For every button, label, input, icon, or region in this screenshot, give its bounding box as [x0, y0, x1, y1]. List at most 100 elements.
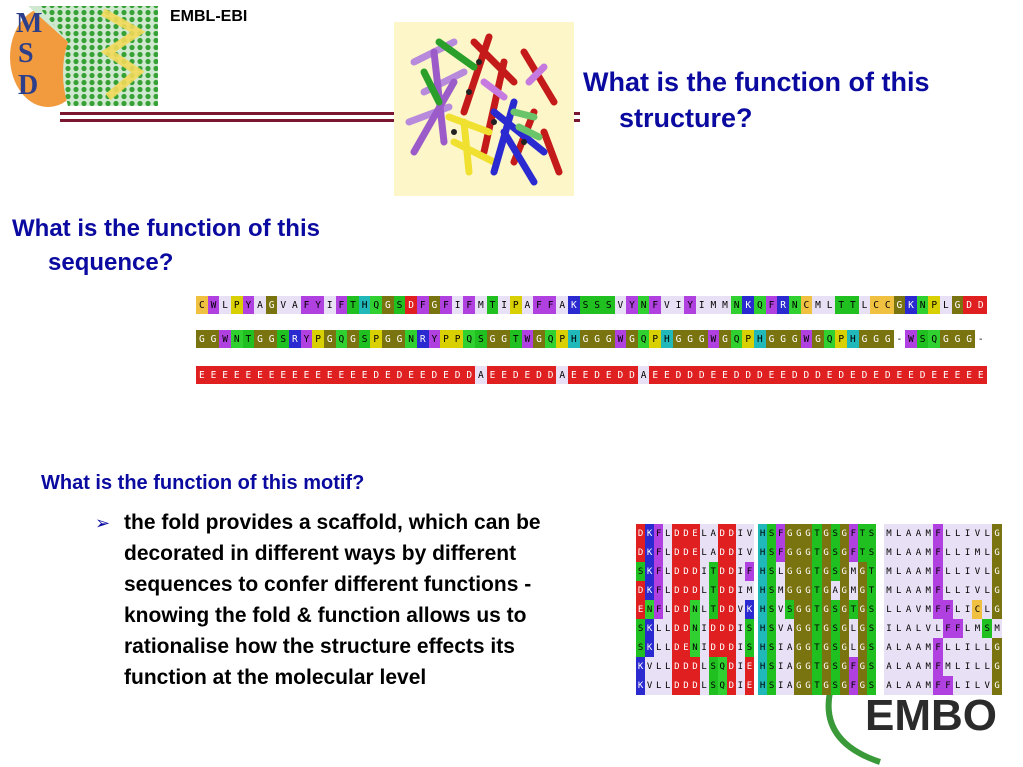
residue: D: [916, 366, 929, 384]
motif-residue: E: [681, 638, 691, 657]
residue: G: [498, 330, 510, 348]
residue: M: [707, 296, 720, 314]
motif-residue: L: [848, 619, 858, 638]
residue: P: [928, 296, 940, 314]
motif-residue: L: [699, 657, 709, 676]
motif-residue: D: [708, 619, 718, 638]
motif-residue: S: [767, 524, 777, 543]
motif-residue: G: [821, 676, 831, 695]
motif-residue: A: [903, 619, 914, 638]
motif-residue: D: [726, 600, 736, 619]
motif-residue: M: [923, 524, 934, 543]
embo-label: EMBO: [865, 691, 997, 740]
residue: D: [451, 366, 464, 384]
residue: G: [254, 330, 266, 348]
residue: P: [509, 296, 522, 314]
motif-residue: A: [913, 676, 924, 695]
motif-residue: V: [776, 600, 786, 619]
residue: R: [289, 330, 301, 348]
sequence-question-line2: sequence?: [48, 249, 174, 276]
residue: T: [486, 296, 499, 314]
protein-structure-image: [394, 22, 574, 196]
motif-residue: A: [903, 638, 914, 657]
motif-residue: G: [794, 543, 804, 562]
motif-question: What is the function of this motif?: [41, 472, 365, 494]
residue: D: [393, 366, 406, 384]
motif-residue: D: [690, 581, 700, 600]
motif-residue: L: [893, 581, 904, 600]
residue: W: [207, 296, 220, 314]
motif-residue: T: [866, 581, 876, 600]
residue: E: [777, 366, 789, 384]
residue: E: [893, 366, 906, 384]
motif-residue: L: [952, 543, 963, 562]
motif-residue: H: [758, 657, 768, 676]
motif-residue: D: [636, 543, 646, 562]
motif-residue: V: [645, 657, 655, 676]
motif-residue: M: [884, 562, 894, 581]
residue: A: [254, 296, 266, 314]
residue: A: [521, 296, 534, 314]
motif-residue: M: [923, 581, 934, 600]
motif-residue: I: [735, 619, 745, 638]
motif-residue: A: [913, 562, 924, 581]
motif-residue: D: [726, 619, 736, 638]
motif-residue: G: [803, 600, 813, 619]
structure-question: What is the function of this structure?: [583, 64, 1003, 136]
residue: E: [823, 366, 836, 384]
residue: Q: [754, 296, 766, 314]
residue: Q: [637, 330, 650, 348]
motif-residue: I: [962, 524, 973, 543]
residue: N: [230, 330, 243, 348]
motif-residue: H: [758, 562, 768, 581]
residue: D: [742, 366, 754, 384]
motif-residue: G: [821, 619, 831, 638]
motif-residue: D: [672, 657, 682, 676]
residue: P: [835, 330, 847, 348]
motif-residue: D: [726, 657, 736, 676]
motif-residue: S: [708, 676, 718, 695]
motif-residue: G: [785, 524, 795, 543]
residue: D: [544, 366, 557, 384]
residue: Y: [312, 296, 324, 314]
residue: R: [777, 296, 789, 314]
residue: S: [393, 296, 406, 314]
motif-residue: S: [866, 638, 876, 657]
residue: E: [847, 366, 859, 384]
motif-residue: F: [654, 581, 664, 600]
motif-residue: S: [830, 676, 840, 695]
residue: F: [649, 296, 661, 314]
residue: D: [812, 366, 824, 384]
residue: S: [277, 330, 289, 348]
residue: F: [533, 296, 545, 314]
motif-residue: L: [942, 543, 953, 562]
motif-residue: T: [812, 524, 822, 543]
residue: D: [405, 296, 417, 314]
motif-residue: T: [708, 562, 718, 581]
motif-residue: S: [866, 600, 876, 619]
motif-residue: G: [857, 600, 867, 619]
residue: Q: [928, 330, 940, 348]
residue: M: [812, 296, 824, 314]
motif-residue: S: [767, 619, 777, 638]
motif-residue: T: [812, 600, 822, 619]
residue: E: [649, 366, 661, 384]
motif-residue: S: [866, 657, 876, 676]
motif-residue: I: [962, 600, 973, 619]
residue: F: [544, 296, 557, 314]
bullet-text: the fold provides a scaffold, which can …: [124, 511, 541, 689]
motif-residue: M: [972, 619, 983, 638]
motif-residue: L: [663, 676, 673, 695]
residue: E: [312, 366, 324, 384]
motif-residue: I: [735, 562, 745, 581]
motif-residue: H: [758, 600, 768, 619]
motif-residue: G: [803, 638, 813, 657]
residue: L: [940, 296, 952, 314]
motif-residue: F: [776, 524, 786, 543]
motif-residue: L: [952, 638, 963, 657]
motif-residue: M: [848, 581, 858, 600]
residue: D: [695, 366, 708, 384]
motif-residue: L: [893, 543, 904, 562]
